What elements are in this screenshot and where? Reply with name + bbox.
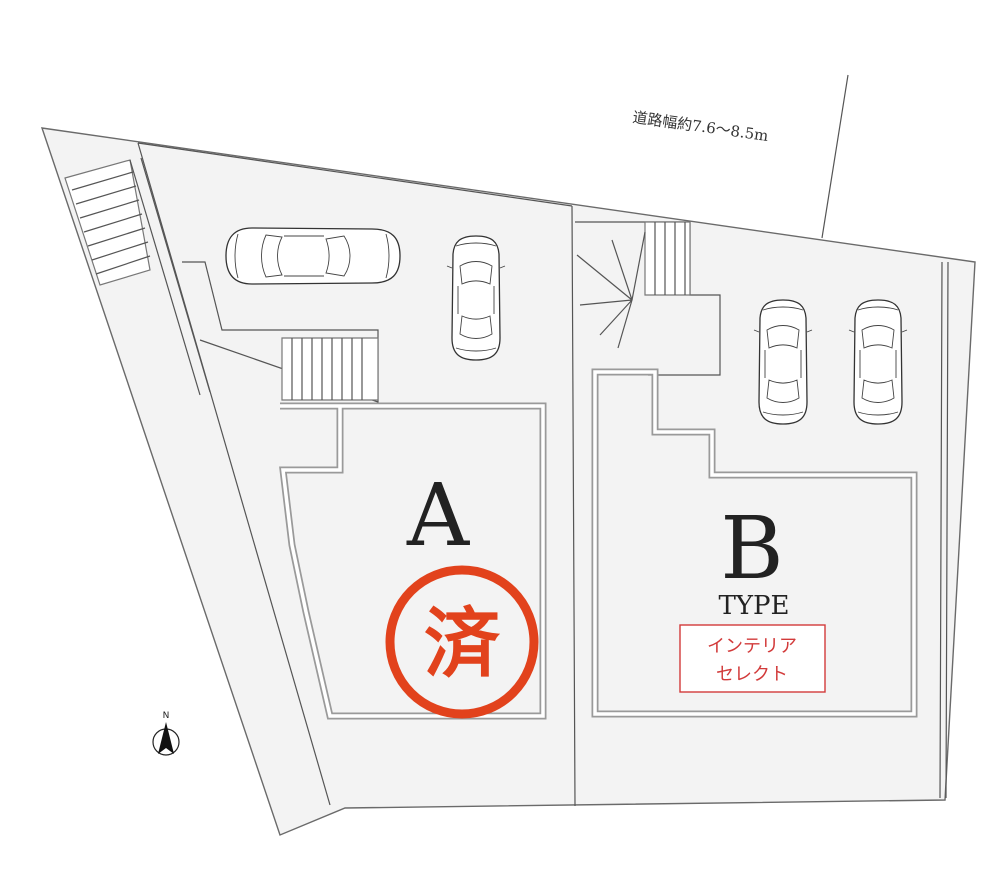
car-a-horizontal bbox=[225, 227, 401, 285]
lot-boundary bbox=[40, 127, 976, 836]
car-b-right bbox=[848, 299, 908, 425]
road-width-label: 道路幅約7.6～8.5m bbox=[631, 108, 769, 145]
unit-a bbox=[182, 261, 547, 720]
unit-a-letter: A bbox=[406, 466, 470, 566]
unit-b-entrance-steps bbox=[644, 221, 691, 296]
sold-stamp: 済 bbox=[385, 565, 539, 719]
approach-stairs bbox=[64, 157, 211, 396]
b-east-boundary bbox=[939, 261, 949, 799]
north-arrow-icon: N bbox=[152, 711, 180, 756]
unit-a-entrance-steps bbox=[281, 337, 379, 401]
road-dimension-line bbox=[821, 74, 849, 239]
unit-b-letter: B bbox=[720, 499, 783, 599]
interior-select-box bbox=[679, 624, 826, 693]
sold-stamp-char: 済 bbox=[424, 599, 501, 688]
lot-inner-line bbox=[137, 142, 576, 807]
interior-select-line-1: インテリア bbox=[707, 636, 797, 657]
svg-text:N: N bbox=[163, 711, 170, 721]
unit-b-type-label: TYPE bbox=[719, 591, 790, 621]
interior-select-line-2: セレクト bbox=[716, 664, 788, 685]
car-a-vertical bbox=[446, 235, 506, 361]
unit-b bbox=[575, 221, 918, 718]
car-b-left bbox=[753, 299, 813, 425]
unit-b-spiral-stair bbox=[576, 231, 646, 349]
